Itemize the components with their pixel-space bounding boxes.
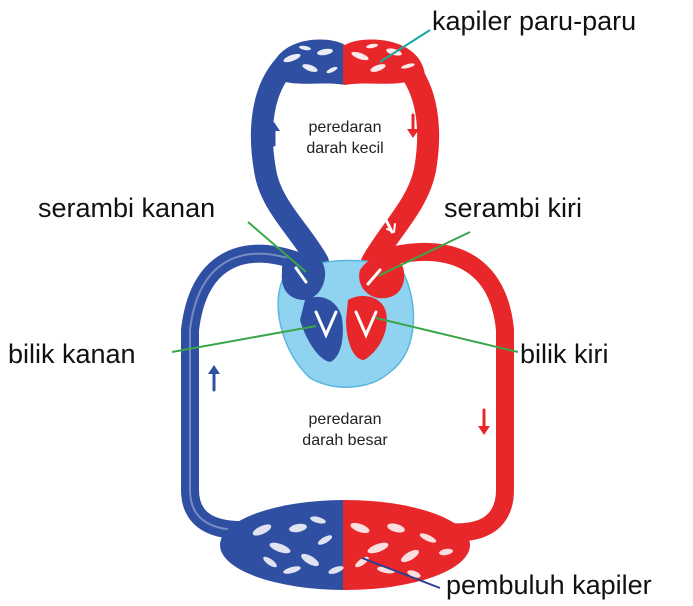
arrow-up-icon <box>208 365 220 392</box>
body-capillary-bed <box>220 500 470 590</box>
label-right-atrium: serambi kanan <box>38 193 216 223</box>
label-pulmonary-line-1: peredaran <box>308 119 382 136</box>
label-left-ventricle: bilik kiri <box>520 339 609 369</box>
pulmonary-vein-vessel <box>361 54 440 273</box>
label-left-atrium: serambi kiri <box>444 193 583 223</box>
lung-capillary-bed <box>270 39 425 85</box>
left-atrium <box>359 255 405 299</box>
label-systemic-line-2: darah besar <box>302 431 388 449</box>
leader-right-atrium <box>247 221 307 273</box>
leader-left-atrium <box>377 231 471 277</box>
arrow-up-icon <box>268 122 280 147</box>
pulmonary-artery-vessel <box>250 54 329 273</box>
heart <box>277 251 415 388</box>
label-right-ventricle: bilik kanan <box>8 339 136 369</box>
label-capillaries: pembuluh kapiler <box>446 570 652 600</box>
label-systemic-line-1: peredaran <box>308 411 382 428</box>
label-pulmonary-circulation: peredaran darah kecil <box>290 118 400 160</box>
leader-left-ventricle <box>375 317 519 353</box>
label-lung-capillaries: kapiler paru-paru <box>432 6 637 36</box>
leader-lung-capillaries <box>379 29 431 63</box>
leader-right-ventricle <box>171 325 317 353</box>
label-pulmonary-line-2: darah kecil <box>306 139 384 157</box>
right-ventricle <box>300 296 343 362</box>
leader-capillaries <box>361 557 441 589</box>
arrow-down-icon <box>478 408 490 435</box>
arrow-down-icon <box>407 113 419 138</box>
label-systemic-circulation: peredaran darah besar <box>285 410 405 452</box>
